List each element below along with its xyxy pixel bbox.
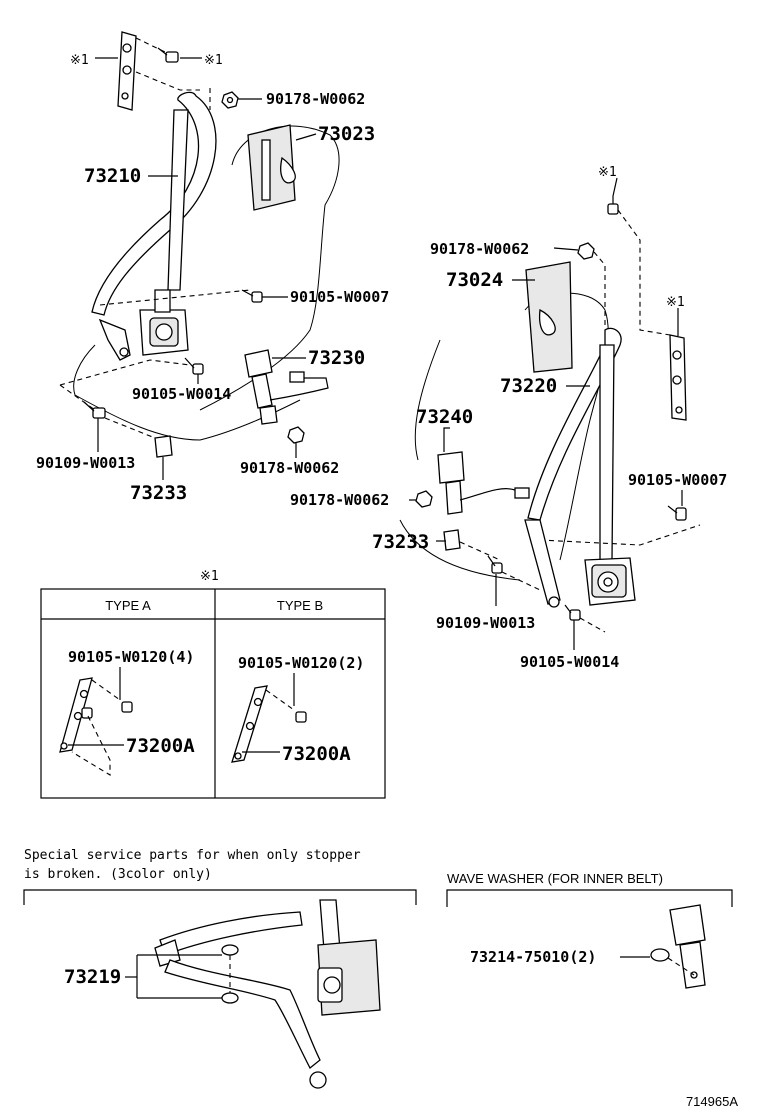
part-number[interactable]: 73210 [84, 165, 141, 187]
part-number[interactable]: 73200A [282, 743, 351, 765]
buckle-left-icon [244, 349, 329, 425]
bolt-left-low-icon [184, 357, 204, 375]
part-number[interactable]: 90178-W0062 [266, 90, 365, 108]
leader-lines [95, 57, 683, 650]
part-number[interactable]: 73230 [308, 347, 365, 369]
buckle-right-icon [437, 451, 530, 515]
part-number[interactable]: 73240 [416, 406, 473, 428]
part-number[interactable]: 90105-W0120(2) [238, 654, 364, 672]
part-number[interactable]: 73233 [130, 482, 187, 504]
bolt-right-low-icon [564, 604, 581, 621]
part-number[interactable]: 73214-75010(2) [470, 948, 596, 966]
special-service-section: Special service parts for when only stop… [23, 848, 417, 1089]
nut-right-low-icon [415, 490, 433, 508]
anchor-type-a-icon [59, 677, 133, 753]
nut-right-top-icon [577, 242, 595, 260]
ref-mark: ※1 [598, 165, 617, 180]
right-seat-assembly [399, 196, 701, 633]
bolt-left-mid-icon [241, 289, 263, 303]
part-number[interactable]: 90105-W0007 [628, 471, 727, 489]
type-b-header: TYPE B [277, 598, 323, 613]
wave-washer-icon [650, 904, 706, 989]
part-number[interactable]: 73023 [318, 123, 375, 145]
part-number[interactable]: 73024 [446, 269, 503, 291]
part-number[interactable]: 90109-W0013 [36, 454, 135, 472]
bolt-left-floor-icon [83, 401, 106, 419]
stopper-assembly-icon [154, 899, 381, 1089]
wave-title: WAVE WASHER (FOR INNER BELT) [447, 871, 663, 886]
anchor-type-b-icon [231, 685, 307, 763]
type-table: ※1 TYPE A TYPE B 90105-W0120(4) 73200A 9… [40, 569, 386, 799]
part-number[interactable]: 73220 [500, 375, 557, 397]
part-number[interactable]: 90178-W0062 [430, 240, 529, 258]
shoulder-guide-left-icon [247, 124, 296, 211]
ref-mark: ※1 [200, 569, 219, 584]
upper-anchor-right-icon [669, 334, 687, 421]
bolt-left-top-icon [157, 47, 179, 63]
part-number[interactable]: 90178-W0062 [240, 459, 339, 477]
shoulder-guide-right-icon [525, 261, 573, 373]
nut-left-low-icon [287, 426, 305, 444]
nut-left-top-icon [221, 91, 239, 109]
bolt-right-mid-icon [667, 505, 687, 521]
special-note-line1: Special service parts for when only stop… [24, 848, 361, 863]
upper-anchor-left-icon [117, 31, 137, 111]
part-number[interactable]: 90105-W0014 [520, 653, 619, 671]
retractor-right-icon [584, 557, 636, 606]
retractor-left-icon [139, 289, 189, 356]
special-note-line2: is broken. (3color only) [24, 867, 212, 882]
part-number[interactable]: 73233 [372, 531, 429, 553]
ref-mark: ※1 [666, 295, 685, 310]
type-a-header: TYPE A [105, 598, 151, 613]
part-number[interactable]: 90105-W0007 [290, 288, 389, 306]
part-number[interactable]: 90105-W0120(4) [68, 648, 194, 666]
part-number[interactable]: 73219 [64, 966, 121, 988]
part-labels: ※1 ※1 90178-W0062 73023 73210 90105-W000… [36, 53, 727, 671]
part-number[interactable]: 90105-W0014 [132, 385, 231, 403]
part-number[interactable]: 90109-W0013 [436, 614, 535, 632]
ref-mark: ※1 [204, 53, 223, 68]
figure-id: 714965A [686, 1094, 738, 1109]
left-seat-assembly [59, 31, 340, 458]
wave-washer-section: WAVE WASHER (FOR INNER BELT) 73214-75010… [446, 871, 733, 989]
part-number[interactable]: 73200A [126, 735, 195, 757]
bolt-right-floor-icon [487, 555, 503, 574]
bolt-right-top-icon [607, 196, 619, 215]
part-number[interactable]: 90178-W0062 [290, 491, 389, 509]
ref-mark: ※1 [70, 53, 89, 68]
